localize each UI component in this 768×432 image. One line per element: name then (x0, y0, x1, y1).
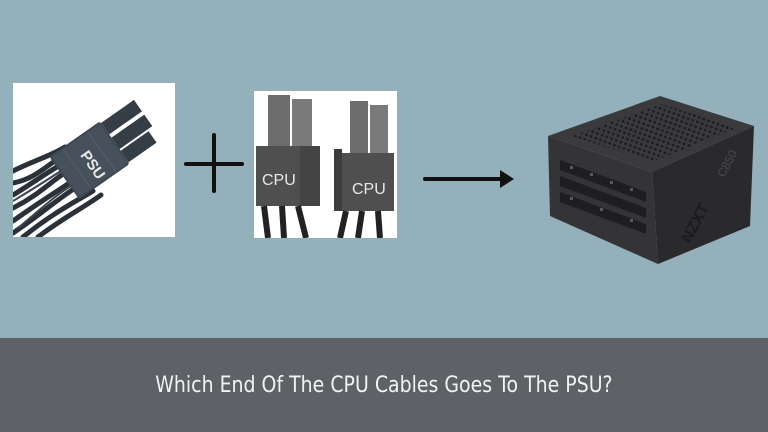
cpu-label-left: CPU (262, 172, 296, 189)
right-arrow-icon (423, 177, 503, 181)
cpu-connectors-image: CPU CPU (254, 91, 397, 238)
psu-connector-icon: PSU (13, 83, 175, 237)
plus-icon-vertical (212, 133, 216, 193)
power-supply-unit-image: NZXT C850 (548, 96, 754, 264)
illustration-area: PSU CPU (13, 83, 754, 264)
psu-connector-image: PSU (13, 83, 175, 237)
title-banner: Which End Of The CPU Cables Goes To The … (0, 338, 768, 432)
page-title: Which End Of The CPU Cables Goes To The … (155, 372, 613, 398)
cpu-label-right: CPU (352, 181, 386, 198)
arrow-head-icon (500, 170, 514, 188)
cpu-connector-icon: CPU CPU (254, 91, 397, 238)
